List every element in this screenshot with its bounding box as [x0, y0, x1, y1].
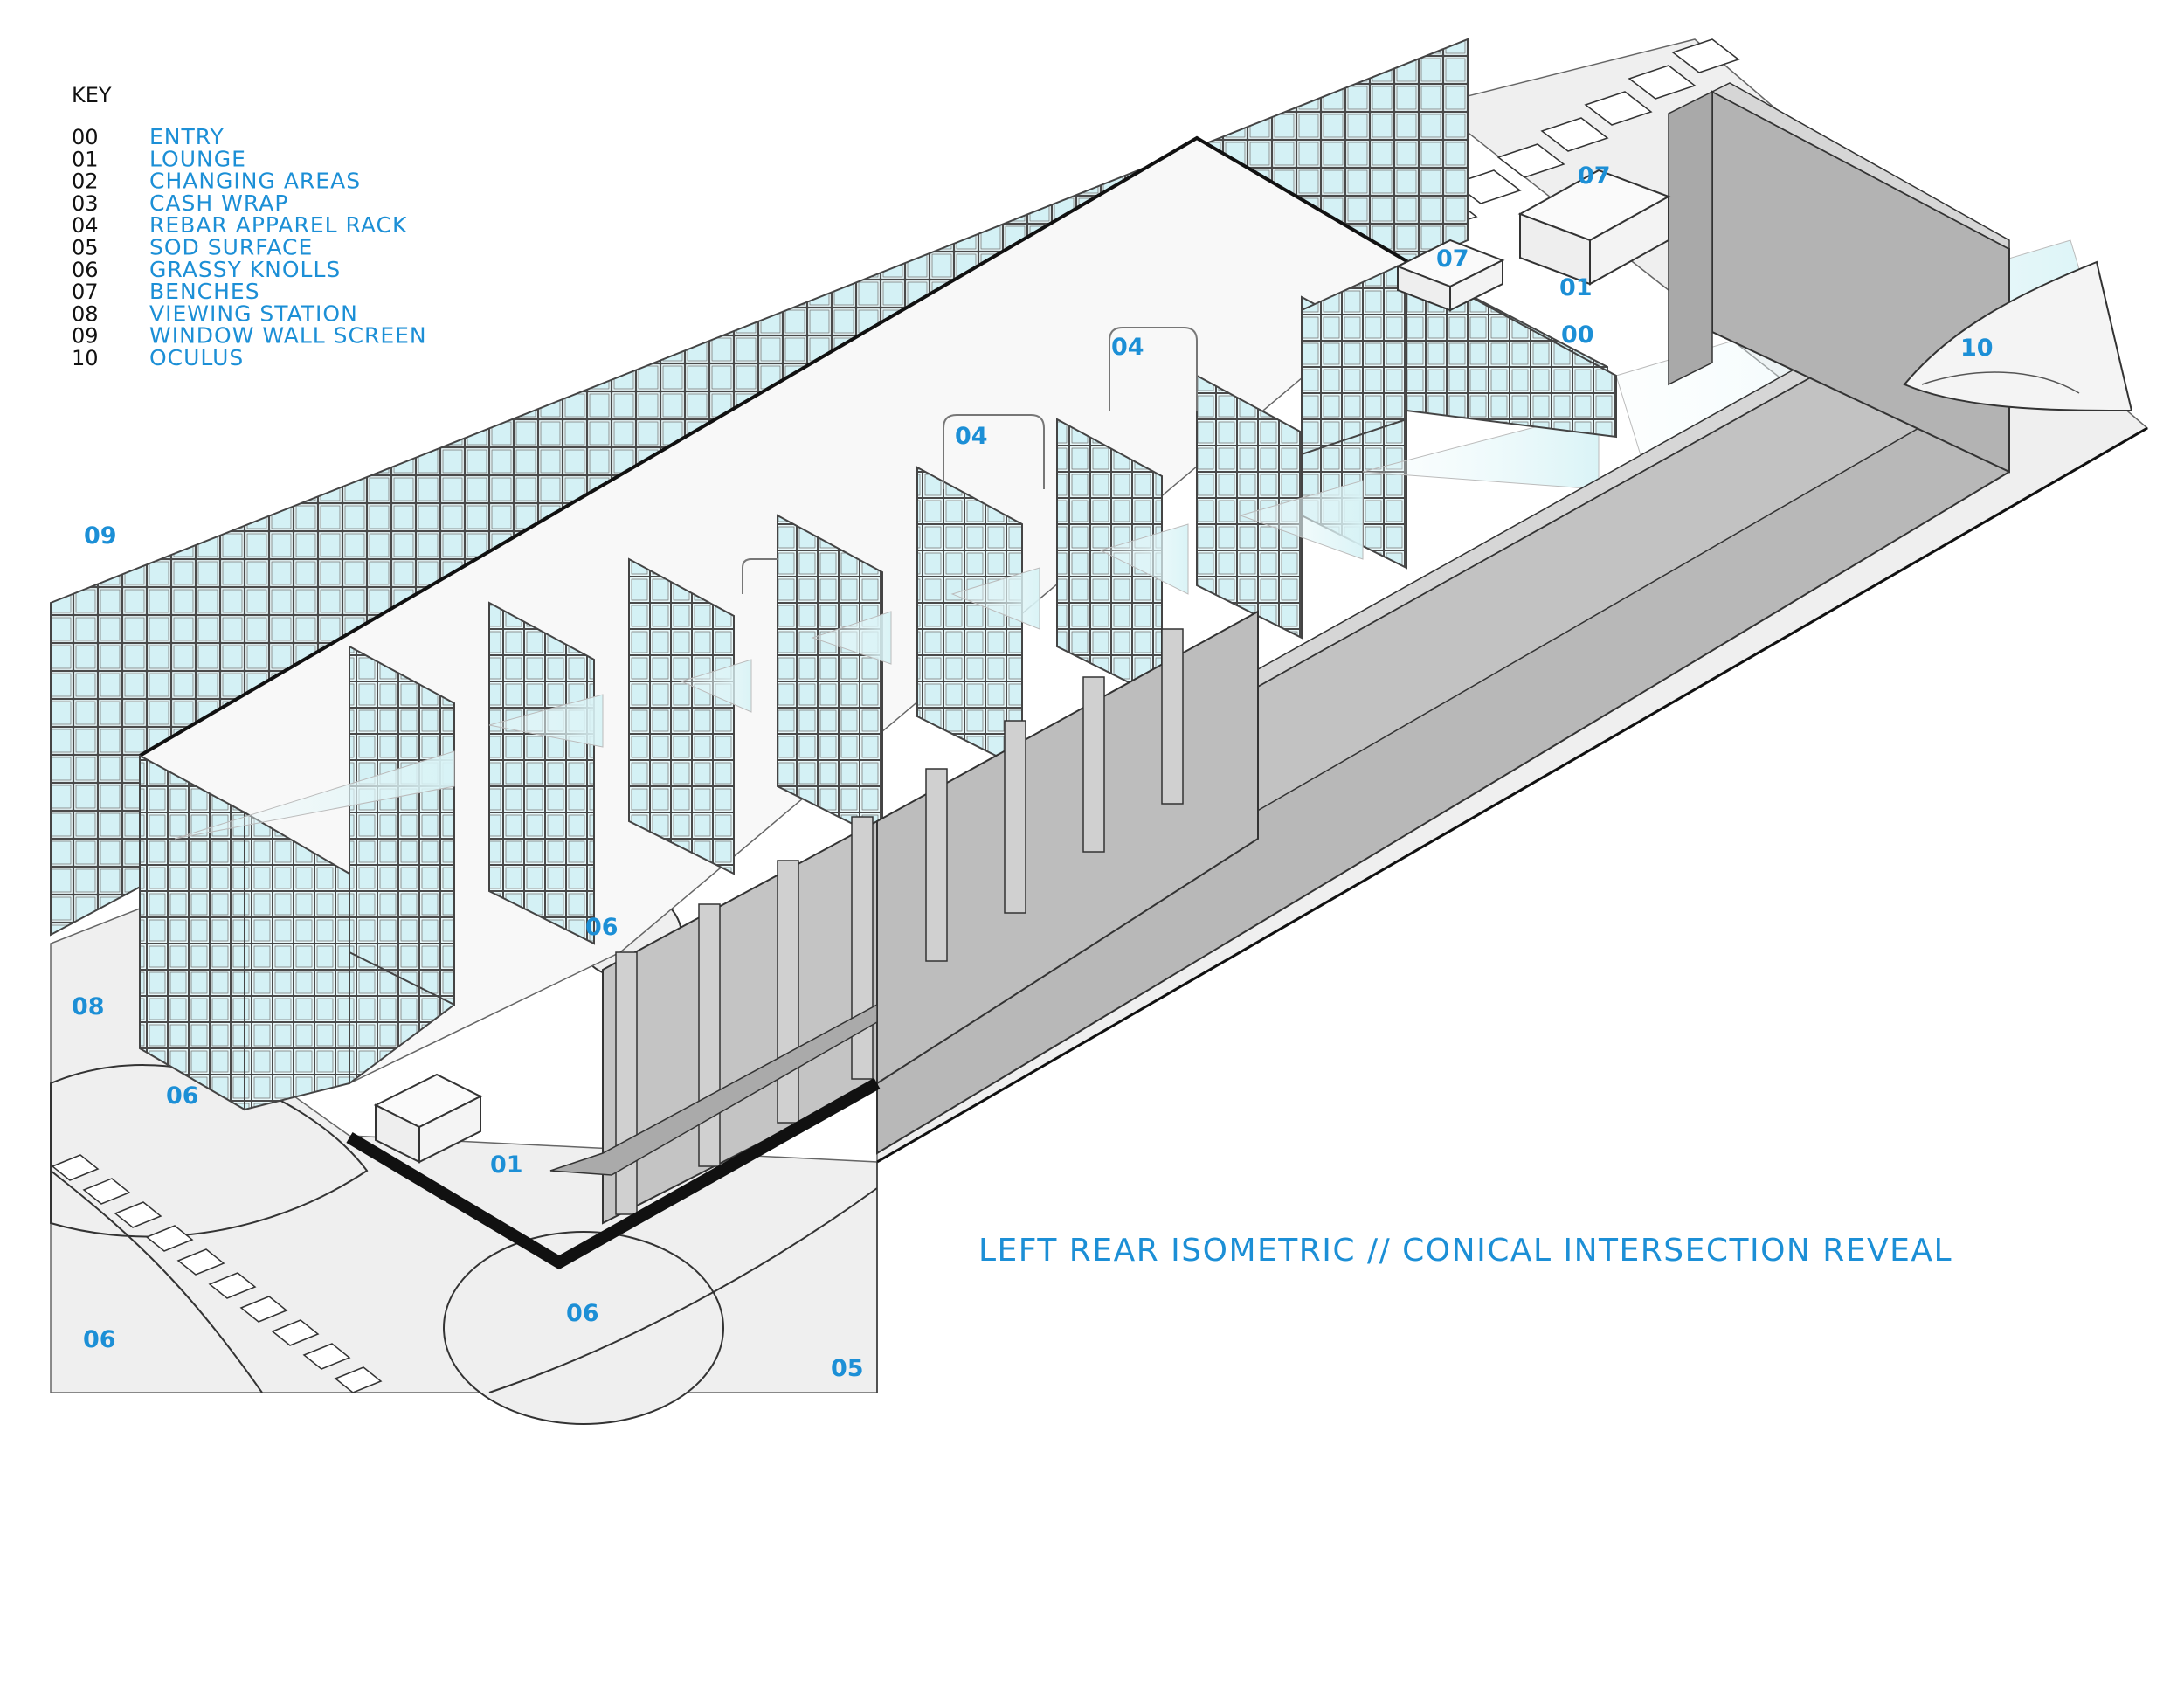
- legend-label: BENCHES: [149, 279, 260, 304]
- legend-label: GRASSY KNOLLS: [149, 257, 341, 282]
- callout-knoll-front: 06: [566, 1300, 599, 1327]
- legend-number: 06: [72, 258, 99, 282]
- legend-number: 01: [72, 147, 99, 171]
- callout-lounge-lower: 01: [490, 1151, 523, 1179]
- callout-entry: 00: [1561, 321, 1594, 349]
- legend-number: 04: [72, 213, 99, 238]
- callout-bench-lower: 07: [1436, 245, 1469, 273]
- legend-number: 10: [72, 346, 99, 370]
- legend-label: LOUNGE: [149, 146, 246, 171]
- legend-number: 07: [72, 280, 99, 304]
- bench-lower: [1395, 239, 1505, 312]
- legend-label: OCULUS: [149, 345, 244, 370]
- callout-window-wall: 09: [84, 522, 117, 550]
- legend-label: CASH WRAP: [149, 190, 288, 216]
- callout-oculus: 10: [1960, 335, 1994, 362]
- grassy-knolls: [50, 890, 878, 1425]
- legend-label: REBAR APPAREL RACK: [149, 212, 407, 238]
- pilaster-wall: [549, 610, 1259, 1225]
- legend-number: 00: [72, 125, 99, 149]
- legend-number: 02: [72, 169, 99, 194]
- callout-knoll-mid: 06: [585, 914, 619, 941]
- callout-knoll-corner: 06: [83, 1326, 116, 1353]
- callout-viewing-station: 08: [72, 993, 105, 1020]
- legend-title: KEY: [72, 83, 112, 107]
- legend-number: 09: [72, 324, 99, 349]
- cash-wrap: [373, 1073, 483, 1164]
- rebar-apparel-racks: [742, 327, 1198, 594]
- legend-label: VIEWING STATION: [149, 301, 358, 326]
- legend-number: 08: [72, 301, 99, 326]
- callout-rack-upper: 04: [1111, 334, 1144, 361]
- legend: KEY 00 ENTRY 01 LOUNGE 02 CHANGING AREAS 03 CAS…: [72, 83, 427, 370]
- callouts: 00 01 01 04 04 05 06 06 06 06 07 07 08 0…: [72, 162, 1994, 1382]
- legend-number: 03: [72, 191, 99, 216]
- legend-number: 05: [72, 236, 99, 260]
- drawing-caption: LEFT REAR ISOMETRIC // CONICAL INTERSECT…: [978, 1233, 1952, 1269]
- legend-label: CHANGING AREAS: [149, 169, 361, 194]
- callout-knoll-left: 06: [166, 1082, 199, 1110]
- bench-upper: [1517, 169, 1671, 286]
- callout-bench-upper: 07: [1578, 162, 1611, 190]
- paver-stones: [51, 1154, 383, 1393]
- callout-lounge-upper: 01: [1559, 274, 1593, 301]
- callout-rack-lower: 04: [955, 423, 988, 450]
- base-edge: [346, 1077, 881, 1270]
- legend-label: ENTRY: [149, 124, 225, 149]
- oculus: [1903, 260, 2133, 412]
- legend-label: WINDOW WALL SCREEN: [149, 323, 427, 349]
- interior-room: [138, 135, 1410, 1111]
- legend-label: SOD SURFACE: [149, 235, 313, 260]
- callout-sod: 05: [831, 1355, 864, 1382]
